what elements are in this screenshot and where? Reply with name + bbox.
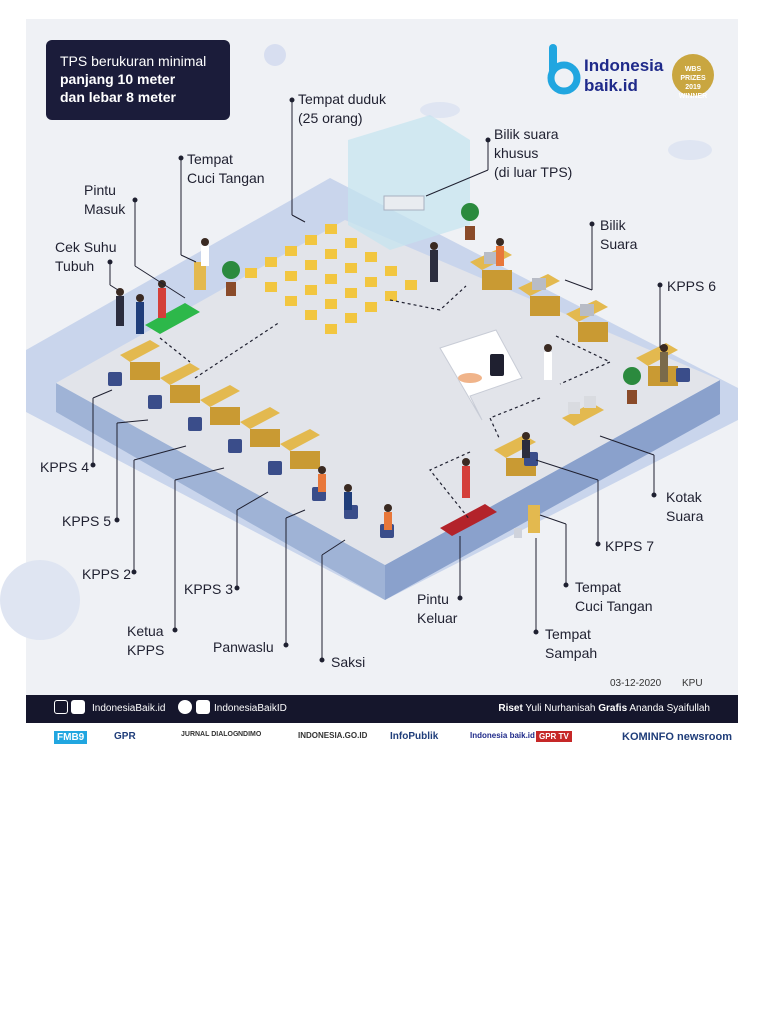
special-booth-table [383, 195, 425, 211]
floor-edge-right [385, 380, 720, 600]
partner-logo: NDIMO [238, 731, 262, 738]
bg-bubble [264, 44, 286, 66]
partner-logo: GPR [114, 731, 136, 742]
label-tempat-duduk: Tempat duduk(25 orang) [298, 91, 386, 126]
social-handle[interactable]: IndonesiaBaikID [214, 703, 287, 714]
logo-text: baik.id [584, 76, 638, 95]
partner-logo: KOMINFO newsroom [622, 731, 733, 743]
partner-logo: Indonesia baik.id [470, 731, 535, 740]
partner-logo: GPR TV [536, 731, 572, 742]
label-leader-lines [90, 97, 663, 663]
footer-bar: IndonesiaBaik.id IndonesiaBaikID Riset Y… [26, 695, 738, 723]
partner-logo: InfoPublik [390, 731, 439, 742]
label-panwaslu: Panwaslu [213, 639, 274, 655]
handwash-entry [194, 262, 206, 290]
plant [623, 367, 641, 404]
bg-cloud [668, 140, 712, 160]
title-line-2: panjang 10 meter [60, 71, 176, 87]
exit-mat [440, 504, 497, 536]
finger-icon [458, 373, 482, 383]
title-line-3: dan lebar 8 meter [60, 89, 176, 105]
partner-logo: INDONESIA.GO.ID [298, 731, 368, 740]
outside-booth-area [348, 115, 470, 250]
youtube-icon[interactable] [196, 700, 210, 714]
entry-mat [145, 303, 200, 334]
instagram-icon[interactable] [54, 700, 68, 714]
ballot-box [568, 402, 580, 414]
kpps-tables-left [120, 340, 320, 469]
label-kpps6: KPPS 6 [667, 278, 717, 294]
partner-logos: FMB9 GPR JURNAL DIALOG NDIMO INDONESIA.G… [26, 723, 738, 753]
publish-date: 03-12-2020 [610, 678, 662, 689]
flow-arrows [159, 285, 612, 521]
title-box: TPS berukuran minimal panjang 10 meter d… [46, 40, 230, 120]
label-saksi: Saksi [331, 654, 366, 670]
partner-logo: JURNAL DIALOG [181, 731, 239, 738]
indonesia-baik-logo-icon [547, 44, 581, 95]
bg-cloud [420, 102, 460, 118]
ballot-box-table [562, 403, 604, 426]
award-badge-icon: WBS PRIZES 2019 WINNER [672, 54, 714, 100]
title-line-1: TPS berukuran minimal [60, 53, 207, 69]
label-kpps3: KPPS 3 [184, 581, 234, 597]
trash-bin [514, 528, 522, 538]
source-label: KPU [682, 678, 703, 689]
people-figures [116, 238, 668, 530]
waiting-seats [245, 224, 417, 334]
partner-logo: FMB9 [54, 731, 88, 744]
bg-bubble [0, 560, 80, 640]
social-handle[interactable]: IndonesiaBaik.id [92, 703, 166, 714]
facebook-icon[interactable] [71, 700, 85, 714]
credits: Riset Yuli Nurhanisah Grafis Ananda Syai… [498, 703, 710, 714]
label-kpps2: KPPS 2 [82, 566, 132, 582]
label-kpps5: KPPS 5 [62, 513, 112, 529]
plant [222, 261, 240, 296]
floor-edge-left [56, 383, 385, 600]
logo-text: Indonesia [584, 56, 664, 75]
kpps6-chair [676, 368, 690, 382]
label-kpps7: KPPS 7 [605, 538, 655, 554]
ballot-box [584, 396, 596, 408]
ink-callout [439, 329, 523, 421]
handwash-exit [528, 505, 540, 533]
floor-top [56, 220, 720, 565]
ink-bottle-icon [490, 354, 504, 376]
label-kpps4: KPPS 4 [40, 459, 90, 475]
plant [461, 203, 479, 240]
twitter-icon[interactable] [178, 700, 192, 714]
